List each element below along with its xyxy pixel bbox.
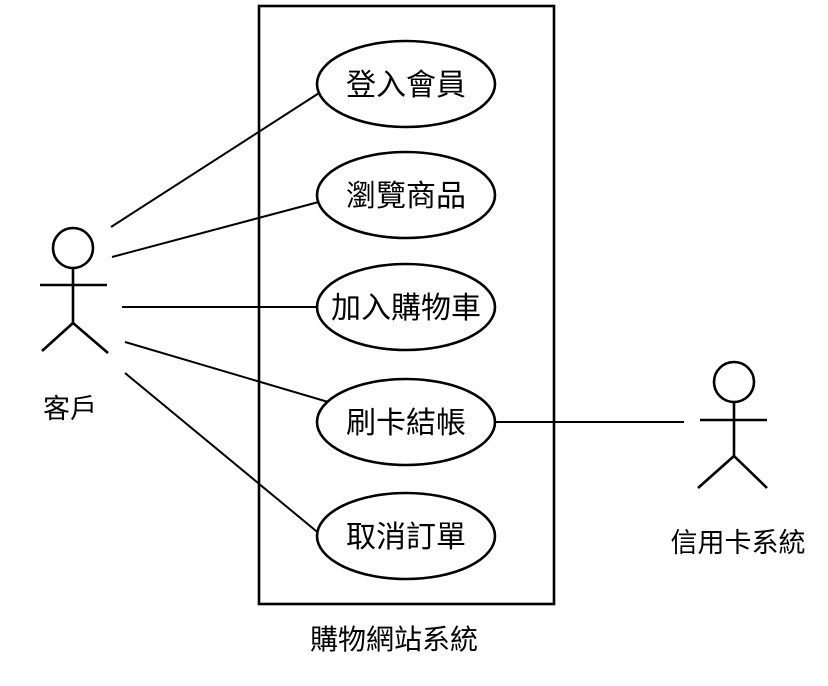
use-case-label: 取消訂單 [346, 521, 466, 554]
use-case-ellipse [315, 377, 497, 467]
actor-label: 信用卡系統 [671, 528, 806, 558]
actor-right-leg [72, 322, 109, 354]
use-case-ellipse [315, 262, 497, 352]
use-case-browse: 瀏覽商品 [315, 150, 497, 240]
actor-credit-card-system: 信用卡系統 [671, 360, 806, 558]
association-lines [110, 85, 684, 541]
use-case-ellipse [315, 150, 497, 240]
use-case-checkout: 刷卡結帳 [315, 377, 497, 467]
use-case-label: 加入購物車 [331, 292, 481, 325]
use-case-ellipse [315, 491, 497, 581]
actor-left-leg [41, 322, 74, 352]
actor-customer: 客戶 [40, 226, 109, 424]
association-customer-login [110, 85, 331, 228]
actor-left-leg [697, 455, 735, 489]
association-customer-checkout [124, 341, 336, 405]
association-customer-cancel [124, 372, 328, 541]
use-case-add-cart: 加入購物車 [315, 262, 497, 352]
use-case-label: 登入會員 [346, 69, 466, 102]
association-customer-browse [111, 198, 331, 258]
use-case-cancel-order: 取消訂單 [315, 491, 497, 581]
use-case-login: 登入會員 [315, 39, 497, 129]
system-boundary-box [257, 4, 556, 606]
actor-right-leg [733, 455, 768, 489]
use-case-ellipse [315, 39, 497, 129]
use-case-label: 瀏覽商品 [346, 180, 466, 213]
use-case-label: 刷卡結帳 [346, 407, 466, 440]
actor-label: 客戶 [43, 394, 97, 424]
actor-head [712, 360, 756, 404]
actor-head [51, 226, 95, 270]
system-boundary-label: 購物網站系統 [310, 624, 478, 655]
